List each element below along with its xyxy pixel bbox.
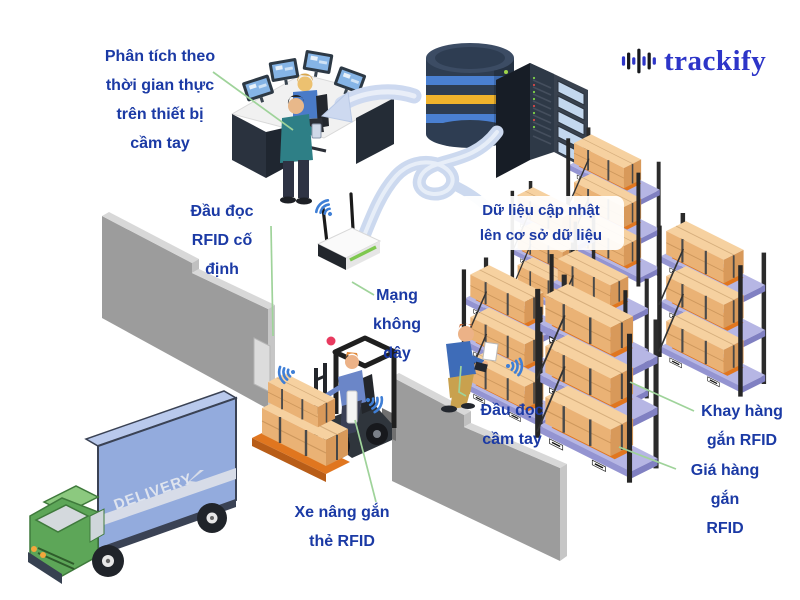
connector-forklift xyxy=(354,419,377,503)
annotation-tray-tag: Khay hàng gắn RFID xyxy=(684,397,800,455)
rack-unit xyxy=(657,213,766,397)
annotation-line: gắn xyxy=(710,491,740,508)
brand-logo: trackify xyxy=(620,42,766,80)
annotation-line: dây xyxy=(383,345,411,362)
data-flow-arrow xyxy=(320,84,422,123)
server-rack-icon xyxy=(496,63,588,178)
annotation-fixed-rfid-reader: Đầu đọc RFID cố định xyxy=(170,197,274,284)
beacon-light-icon xyxy=(326,336,336,346)
annotation-line: Khay hàng xyxy=(701,403,783,420)
annotation-line: trên thiết bị xyxy=(116,106,204,123)
connector-tray xyxy=(629,381,695,412)
connector-lines xyxy=(212,71,695,503)
annotation-data-update: Dữ liệu cập nhật lên cơ sở dữ liệu xyxy=(458,196,624,250)
annotation-line: định xyxy=(205,261,239,278)
connector-rack xyxy=(618,446,677,470)
annotation-line: RFID xyxy=(706,520,744,537)
annotation-line: lên cơ sở dữ liệu xyxy=(479,227,603,244)
annotation-line: cầm tay xyxy=(130,135,190,152)
wifi-signal-icon xyxy=(313,197,339,223)
annotation-forklift-tag: Xe nâng gắn thẻ RFID xyxy=(258,498,426,556)
brand-name: trackify xyxy=(664,44,767,77)
connector-handheld xyxy=(458,365,467,397)
annotation-line: RFID cố xyxy=(191,232,253,249)
annotation-line: Giá hàng xyxy=(690,462,760,479)
annotation-line: thẻ RFID xyxy=(309,533,375,550)
annotation-handheld-reader: Đầu đọc cầm tay xyxy=(449,396,575,454)
annotation-line: gắn RFID xyxy=(706,432,778,449)
annotation-line: Dữ liệu cập nhật xyxy=(482,202,600,219)
annotation-line: Đầu đọc xyxy=(190,203,254,220)
delivery-truck: DELIVERY xyxy=(28,390,238,584)
annotation-line: thời gian thực xyxy=(105,77,215,94)
forklift xyxy=(252,335,398,482)
router-icon xyxy=(313,192,382,270)
rfid-tag-icon xyxy=(346,390,358,424)
annotation-line: Xe nâng gắn xyxy=(294,504,390,521)
waveform-logo-icon xyxy=(621,48,656,74)
connector-wireless xyxy=(351,281,375,296)
annotation-line: Mạng xyxy=(376,287,418,304)
crouching-worker xyxy=(441,323,524,413)
pallet-boxes xyxy=(252,372,350,482)
annotation-line: Phân tích theo xyxy=(104,48,216,65)
annotation-realtime-analysis: Phân tích theo thời gian thực trên thiết… xyxy=(86,42,234,158)
annotation-line: cầm tay xyxy=(482,431,542,448)
connector-realtime xyxy=(212,71,294,131)
annotation-line: Đầu đọc xyxy=(480,402,544,419)
annotation-line: không xyxy=(373,316,421,333)
fixed-reader-panel-icon xyxy=(253,337,271,393)
annotation-wireless-network: Mạng không dây xyxy=(351,281,443,368)
annotation-rack-tag: Giá hàng gắn RFID xyxy=(666,456,784,543)
connector-fixed-reader xyxy=(270,225,274,337)
